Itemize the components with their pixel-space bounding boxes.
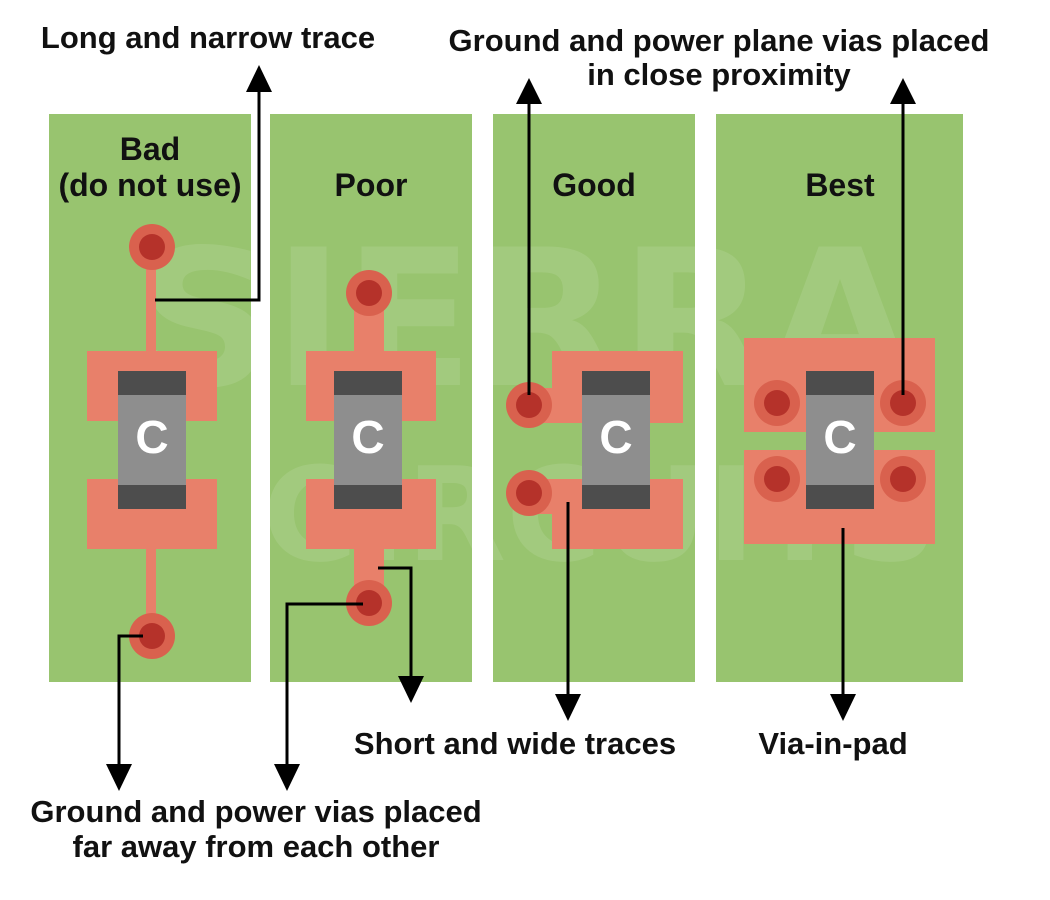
arrowhead-up: [516, 78, 542, 104]
annotation-short-wide-traces: Short and wide traces: [354, 726, 676, 761]
capacitor-terminal-bottom: [334, 485, 402, 509]
trace-bottom: [146, 546, 156, 638]
via-top-center: [516, 392, 542, 418]
via-in-pad-center: [764, 466, 790, 492]
capacitor-terminal-bottom: [118, 485, 186, 509]
arrowhead-down: [830, 694, 856, 721]
capacitor-terminal-top: [118, 371, 186, 395]
arrowhead-down: [106, 764, 132, 791]
capacitor-label: C: [823, 411, 856, 463]
leader-long-narrow-trace: [155, 88, 261, 302]
arrowhead-up: [890, 78, 916, 104]
capacitor-body: [806, 395, 874, 485]
annotation-far-vias-line1: Ground and power vias placed: [30, 794, 481, 829]
annotation-far-vias-line2: far away from each other: [73, 829, 440, 864]
annotation-plane-vias-line1: Ground and power plane vias placed: [449, 23, 990, 58]
via-bottom-center: [516, 480, 542, 506]
annotation-via-in-pad: Via-in-pad: [758, 726, 907, 761]
capacitor-label: C: [351, 411, 384, 463]
panel-title-best: Best: [805, 167, 875, 203]
capacitor-terminal-bottom: [582, 485, 650, 509]
capacitor-terminal-top: [806, 371, 874, 395]
leader-lines: [106, 65, 916, 791]
arrowhead-up: [246, 65, 272, 92]
annotation-long-narrow-trace: Long and narrow trace: [41, 20, 375, 55]
capacitor-label: C: [135, 411, 168, 463]
via-in-pad-center: [764, 390, 790, 416]
panel-title-bad-line2: (do not use): [58, 167, 241, 203]
via-top-center: [139, 234, 165, 260]
capacitor-body: [334, 395, 402, 485]
leader-far-vias-bad: [117, 634, 143, 768]
leader-short-wide-poor: [378, 566, 413, 680]
via-in-pad-center: [890, 466, 916, 492]
layout-best: C: [744, 338, 935, 544]
capacitor-terminal-top: [582, 371, 650, 395]
annotation-plane-vias-line2: in close proximity: [587, 57, 851, 92]
panel-title-good: Good: [552, 167, 636, 203]
layout-good: C: [506, 351, 683, 549]
capacitor-terminal-top: [334, 371, 402, 395]
panel-title-bad-line1: Bad: [120, 131, 180, 167]
via-bottom-center: [356, 590, 382, 616]
leader-far-vias-poor: [285, 602, 363, 768]
via-bottom-center: [139, 623, 165, 649]
via-top-center: [356, 280, 382, 306]
panel-titles: Bad (do not use) Poor Good Best: [58, 131, 875, 203]
layout-bad: C: [87, 224, 217, 659]
annotations: Long and narrow trace Ground and power p…: [30, 20, 989, 864]
arrowhead-down: [398, 676, 424, 703]
capacitor-body: [582, 395, 650, 485]
layout-poor: C: [306, 270, 436, 626]
capacitor-label: C: [599, 411, 632, 463]
capacitor-terminal-bottom: [806, 485, 874, 509]
trace-top: [146, 250, 156, 354]
capacitor-body: [118, 395, 186, 485]
via-in-pad-center: [890, 390, 916, 416]
panel-title-poor: Poor: [335, 167, 408, 203]
arrowhead-down: [274, 764, 300, 791]
arrowhead-down: [555, 694, 581, 721]
